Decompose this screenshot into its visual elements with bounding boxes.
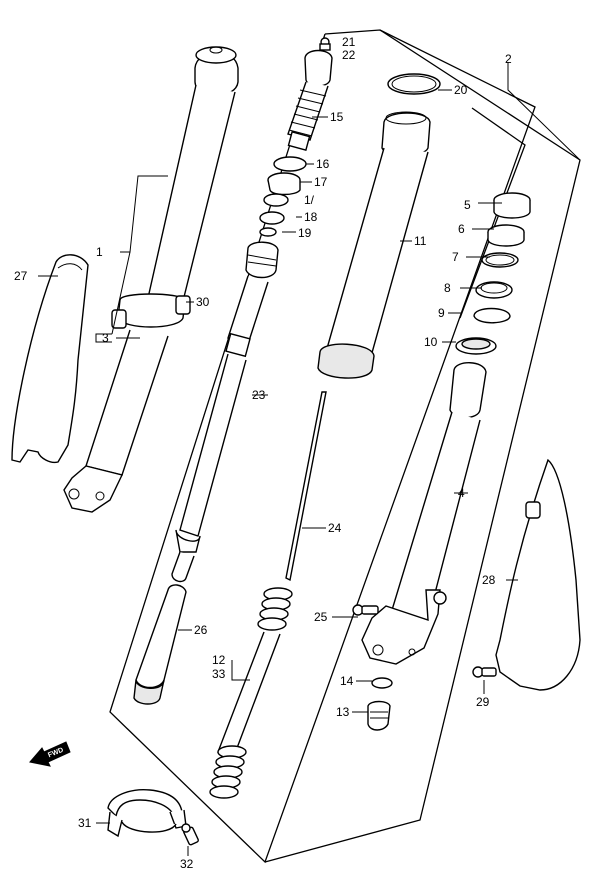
label-31: 31 (78, 816, 92, 830)
label-1b: 1/ (304, 193, 315, 207)
label-19: 19 (298, 226, 312, 240)
oil-seal (475, 281, 513, 299)
label-1: 1 (96, 245, 103, 259)
label-7: 7 (452, 250, 459, 264)
label-20: 20 (454, 83, 468, 97)
damper-rod-assembly (287, 49, 333, 151)
label-23: 23 (252, 388, 266, 402)
label-8: 8 (444, 281, 451, 295)
lower-tube (133, 584, 187, 705)
label-6: 6 (458, 222, 465, 236)
push-rod (285, 391, 327, 582)
bushing-upper (493, 192, 531, 219)
part-labels: 1 2 3 4 5 6 7 8 9 10 11 12 13 14 15 16 1… (14, 35, 512, 871)
seal-spacer (481, 252, 519, 268)
label-26: 26 (194, 623, 208, 637)
washer (263, 193, 289, 207)
spacer (259, 211, 285, 225)
axle-clamp (107, 789, 187, 838)
label-12: 12 (212, 653, 226, 667)
label-28: 28 (482, 573, 496, 587)
label-22: 22 (342, 48, 356, 62)
label-16: 16 (316, 157, 330, 171)
label-24: 24 (328, 521, 342, 535)
label-2: 2 (505, 52, 512, 66)
fork-guard-right (495, 458, 581, 691)
fork-spring-lower (209, 745, 247, 799)
fork-guard-left (11, 254, 89, 464)
label-17: 17 (314, 175, 328, 189)
large-o-ring (387, 73, 441, 95)
label-3: 3 (102, 331, 109, 345)
label-32: 32 (180, 857, 194, 871)
fork-spring-upper (217, 587, 293, 757)
collar (267, 172, 301, 196)
label-5: 5 (464, 198, 471, 212)
outer-assembly-frame (264, 29, 581, 863)
guard-bolt (472, 666, 497, 678)
label-18: 18 (304, 210, 318, 224)
compression-adjuster-ring (371, 677, 393, 689)
cartridge-tube (171, 241, 279, 583)
fork-assembly-left (63, 46, 239, 513)
label-4: 4 (458, 486, 465, 500)
label-25: 25 (314, 610, 328, 624)
label-9: 9 (438, 306, 445, 320)
label-21: 21 (342, 35, 356, 49)
leader-lines (38, 62, 581, 856)
o-ring (273, 156, 307, 172)
dust-seal (455, 337, 497, 355)
outer-tube (317, 111, 431, 379)
label-29: 29 (476, 695, 490, 709)
circlip (259, 227, 277, 237)
label-10: 10 (424, 335, 438, 349)
label-13: 13 (336, 705, 350, 719)
axle-pinch-bolt (352, 604, 379, 616)
label-11: 11 (414, 234, 427, 248)
forward-arrow-icon: FWD (29, 741, 71, 767)
compression-adjuster (367, 700, 391, 731)
label-14: 14 (340, 674, 354, 688)
inner-assembly-frame (109, 29, 536, 864)
label-27: 27 (14, 269, 28, 283)
label-15: 15 (330, 110, 344, 124)
inner-tube-lower-leg (361, 362, 487, 665)
seal-retainer-clip (473, 307, 511, 324)
fork-cap-bolt (319, 37, 331, 51)
bushing-lower (487, 224, 525, 247)
clamp-bolt (181, 823, 199, 846)
label-30: 30 (196, 295, 210, 309)
label-33: 33 (212, 667, 226, 681)
